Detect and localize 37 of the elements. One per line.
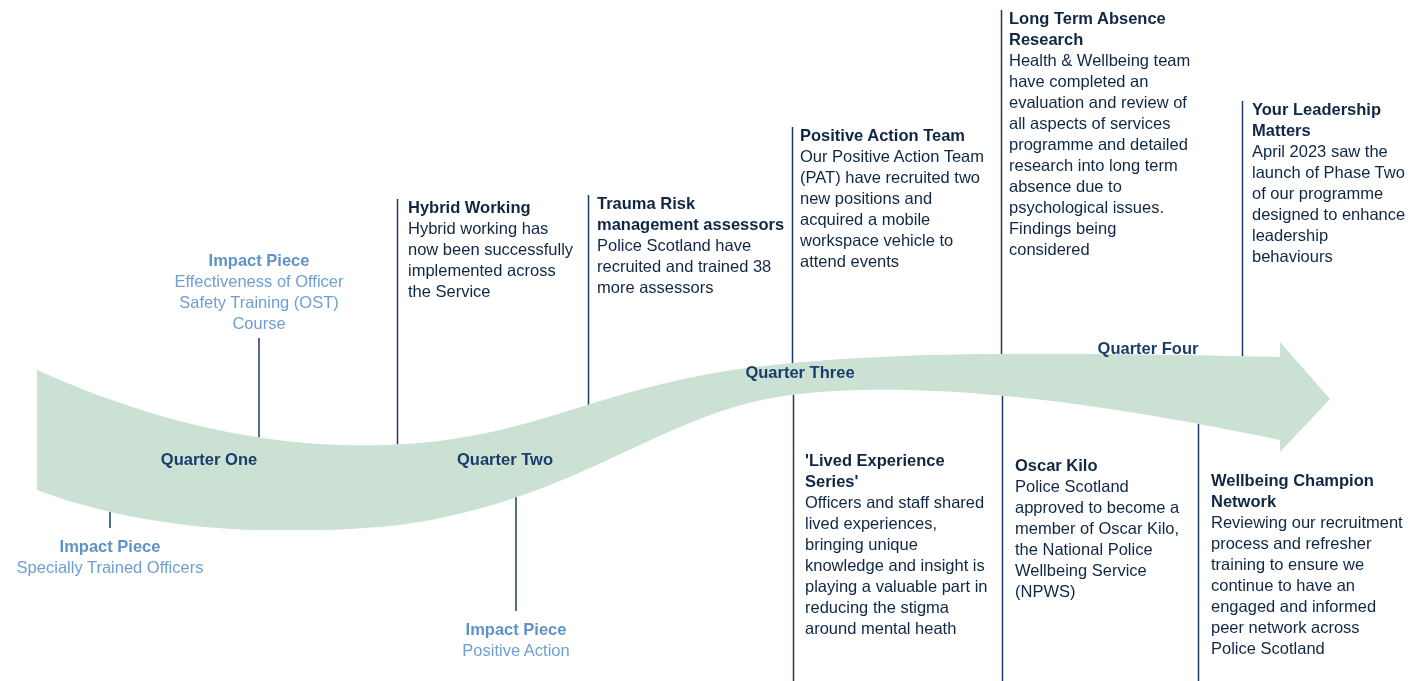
milestone-heading: Long Term Absence Research xyxy=(1009,8,1167,50)
milestone-heading: Positive Action Team xyxy=(800,125,967,146)
milestone-description: Our Positive Action Team (PAT) have recruited two new positions and acquired a mobile workspace vehicle to attend events xyxy=(800,146,986,272)
leader-line xyxy=(1197,422,1200,681)
milestone-description: April 2023 saw the launch of Phase Two of our programme designed to enhance leadership behaviours xyxy=(1252,141,1407,267)
quarter-label: Quarter Three xyxy=(745,362,855,383)
milestone-description: Police Scotland have recruited and trained 38 more assessors xyxy=(597,235,773,298)
milestone-description: Hybrid working has now been successfully implemented across the Service xyxy=(408,218,575,302)
milestone-description: Effectiveness of Officer Safety Training (OST) Course xyxy=(173,271,345,334)
leader-line xyxy=(1000,9,1003,355)
milestone-description: Health & Wellbeing team have completed an evaluation and review of all aspects of services programme and detailed research into long term absence due to psychological issues. Findings being considered xyxy=(1009,50,1192,260)
leader-line xyxy=(515,496,517,612)
quarter-label: Quarter One xyxy=(159,449,259,470)
leader-line xyxy=(791,126,794,365)
leader-line xyxy=(587,194,590,406)
milestone-description: Reviewing our recruitment process and refresher training to ensure we continue to have an engaged and informed peer network across Police Scotland xyxy=(1211,512,1404,659)
milestone-heading: Impact Piece xyxy=(207,250,311,271)
milestone-heading: Oscar Kilo xyxy=(1015,455,1099,476)
leader-line xyxy=(1001,394,1004,681)
leader-line xyxy=(1241,100,1244,358)
quarter-label: Quarter Two xyxy=(456,449,554,470)
milestone-description: Positive Action xyxy=(461,640,571,661)
milestone-heading: Impact Piece xyxy=(58,536,162,557)
leader-line xyxy=(792,393,795,681)
quarter-label: Quarter Four xyxy=(1096,338,1200,359)
leader-line xyxy=(109,510,111,529)
milestone-description: Specially Trained Officers xyxy=(15,557,205,578)
milestone-description: Police Scotland approved to become a member of Oscar Kilo, the National Police Wellbeing Service (NPWS) xyxy=(1015,476,1181,602)
milestone-heading: Impact Piece xyxy=(464,619,568,640)
milestone-heading: 'Lived Experience Series' xyxy=(805,450,946,492)
milestone-heading: Wellbeing Champion Network xyxy=(1211,470,1375,512)
leader-line xyxy=(258,337,260,439)
milestone-heading: Hybrid Working xyxy=(408,197,532,218)
leader-line xyxy=(396,198,399,446)
milestone-heading: Your Leadership Matters xyxy=(1252,99,1382,141)
milestone-heading: Trauma Risk management assessors xyxy=(597,193,786,235)
milestone-description: Officers and staff shared lived experiences, bringing unique knowledge and insight is playing a valuable part in reducing the stigma around mental heath xyxy=(805,492,989,639)
